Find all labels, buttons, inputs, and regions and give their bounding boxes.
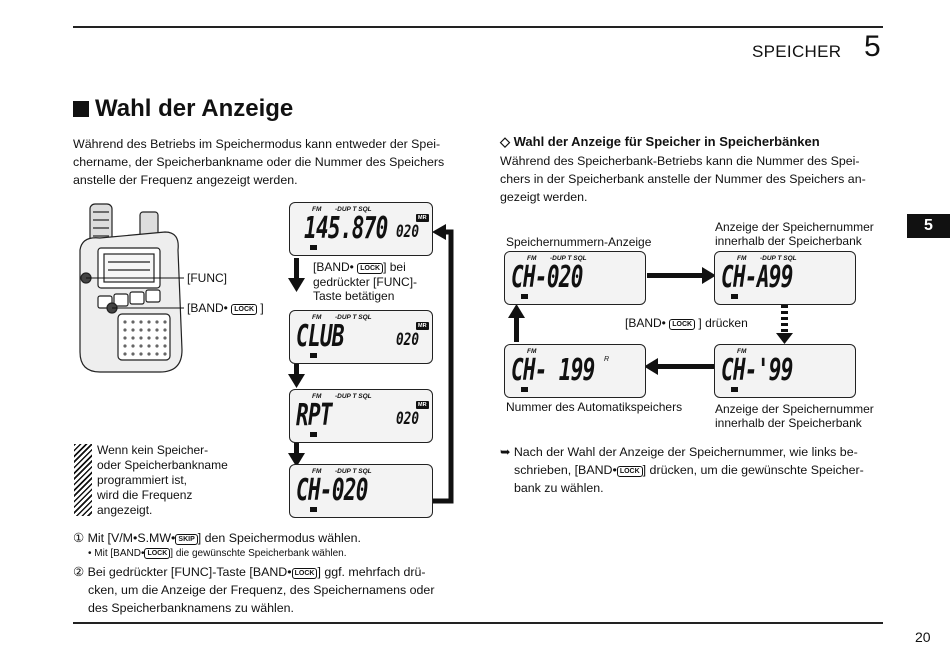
inbank-bottom-label: Anzeige der Speichernummer innerhalb der…: [715, 402, 874, 430]
speaker-icon: [521, 294, 528, 299]
skip-key: SKIP: [175, 534, 198, 545]
lock-key: LOCK: [669, 319, 696, 330]
lock-key: LOCK: [291, 568, 318, 579]
lock-key: LOCK: [144, 548, 171, 559]
right-arrow-line: [647, 273, 703, 278]
lock-key: LOCK: [616, 466, 643, 477]
speaker-icon: [310, 353, 317, 358]
bottom-rule: [73, 622, 883, 624]
instruction-label: [BAND• LOCK] bei gedrückter [FUNC]- Tast…: [313, 260, 418, 303]
speaker-icon: [310, 432, 317, 437]
mr-badge: MR: [416, 322, 429, 330]
speaker-icon: [310, 245, 317, 250]
lcd-bank-name: FM -DUP T SQL RPT MR 020: [289, 389, 433, 443]
lcd-auto-memory: FM CH- 199 R: [504, 344, 646, 398]
step-1-sub: • Mit [BAND•LOCK] die gewünschte Speiche…: [88, 548, 347, 559]
step-1: ① Mit [V/M•S.MW•SKIP] den Speichermodus …: [73, 531, 361, 545]
memnum-label: Speichernummern-Anzeige: [506, 235, 652, 249]
lcd-channel-number: FM -DUP T SQL CH-020: [289, 464, 433, 518]
speaker-icon: [731, 294, 738, 299]
mr-badge: MR: [416, 401, 429, 409]
section-title: Wahl der Anzeige: [73, 95, 293, 123]
speaker-icon: [731, 387, 738, 392]
func-label: [FUNC]: [187, 271, 227, 285]
note-text: Wenn kein Speicher- oder Speicherbanknam…: [97, 443, 228, 517]
up-arrow-icon: [508, 304, 525, 318]
top-rule: [73, 26, 883, 28]
mr-badge: MR: [416, 214, 429, 222]
speaker-icon: [310, 507, 317, 512]
lcd-bank-memory-number-2: FM CH-'99: [714, 344, 856, 398]
intro-line: anstelle der Frequenz angezeigt werden.: [73, 173, 298, 187]
lcd-memory-number: FM -DUP T SQL CH-020: [504, 251, 646, 305]
intro-line: chername, der Speicherbankname oder die …: [73, 155, 445, 169]
bullet-note: ➥ Nach der Wahl der Anzeige der Speicher…: [500, 445, 864, 495]
lock-key: LOCK: [231, 304, 258, 315]
square-bullet-icon: [73, 101, 89, 117]
lock-key: LOCK: [357, 263, 384, 274]
lcd-frequency: FM -DUP T SQL 145.870 MR 020: [289, 202, 433, 256]
page-number: 20: [915, 629, 931, 645]
note-hatch-icon: [74, 444, 92, 516]
right-paragraph: Während des Speicherbank-Betriebs kann d…: [500, 154, 866, 204]
chapter-label: SPEICHER: [752, 42, 842, 61]
left-arrow-icon: [644, 358, 658, 375]
down-arrow-icon: [288, 258, 305, 467]
press-band-label: [BAND• LOCK ] drücken: [625, 316, 748, 330]
speaker-icon: [521, 387, 528, 392]
intro-line: Während des Betriebs im Speichermodus ka…: [73, 137, 441, 151]
chapter-tab: 5: [907, 214, 950, 238]
subsection-heading: ◇ Wahl der Anzeige für Speicher in Speic…: [500, 134, 820, 149]
inbank-top-label: Anzeige der Speichernummer innerhalb der…: [715, 220, 874, 248]
section-title-text: Wahl der Anzeige: [95, 95, 294, 122]
dashed-down-arrow: [776, 305, 793, 344]
step-2: ② Bei gedrückter [FUNC]-Taste [BAND•LOCK…: [73, 565, 435, 615]
intro-paragraph: Während des Betriebs im Speichermodus ka…: [73, 135, 459, 189]
auto-memory-label: Nummer des Automatikspeichers: [506, 400, 683, 414]
lcd-bank-memory-number: FM -DUP T SQL CH-A99: [714, 251, 856, 305]
chapter-number: 5: [864, 30, 881, 63]
right-arrow-icon: [702, 267, 716, 284]
lcd-memory-name: FM -DUP T SQL CLUB MR 020: [289, 310, 433, 364]
band-label: [BAND• LOCK ]: [187, 301, 264, 315]
loop-back-arrow: [433, 229, 454, 504]
